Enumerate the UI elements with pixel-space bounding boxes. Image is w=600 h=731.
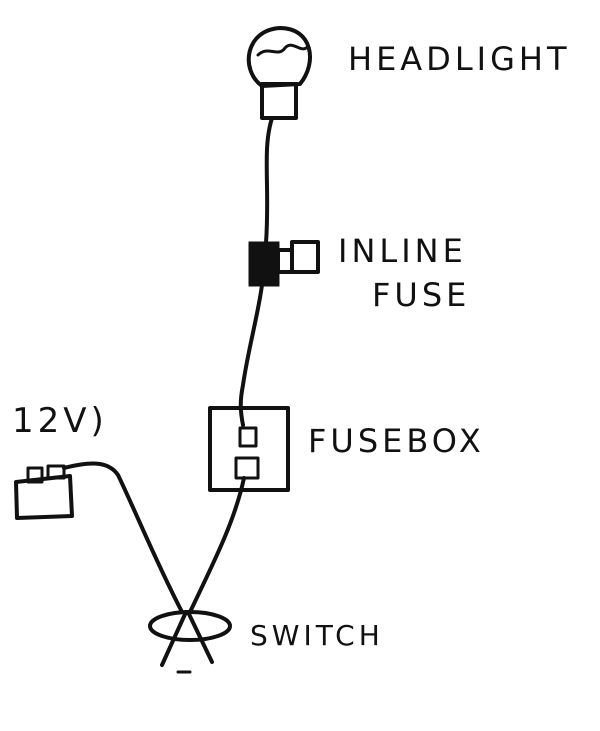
switch-symbol [148, 610, 232, 674]
wire-inline-fuse-to-fusebox [238, 283, 264, 427]
headlight-label: HEADLIGHT [348, 40, 570, 78]
inline-fuse-label-line2: FUSE [372, 276, 470, 314]
headlight-symbol [246, 26, 312, 120]
battery-label: 12V) [12, 401, 108, 441]
wire-fusebox-to-switch [188, 476, 246, 614]
inline-fuse-symbol [248, 240, 320, 287]
wire-headlight-to-inline-fuse [264, 116, 274, 245]
switch-label: SWITCH [250, 619, 384, 652]
battery-symbol [14, 464, 74, 520]
inline-fuse-label-line1: INLINE [338, 232, 467, 270]
fusebox-label: FUSEBOX [308, 422, 485, 460]
fusebox-symbol [208, 406, 290, 492]
wire-battery-to-switch [62, 461, 184, 614]
